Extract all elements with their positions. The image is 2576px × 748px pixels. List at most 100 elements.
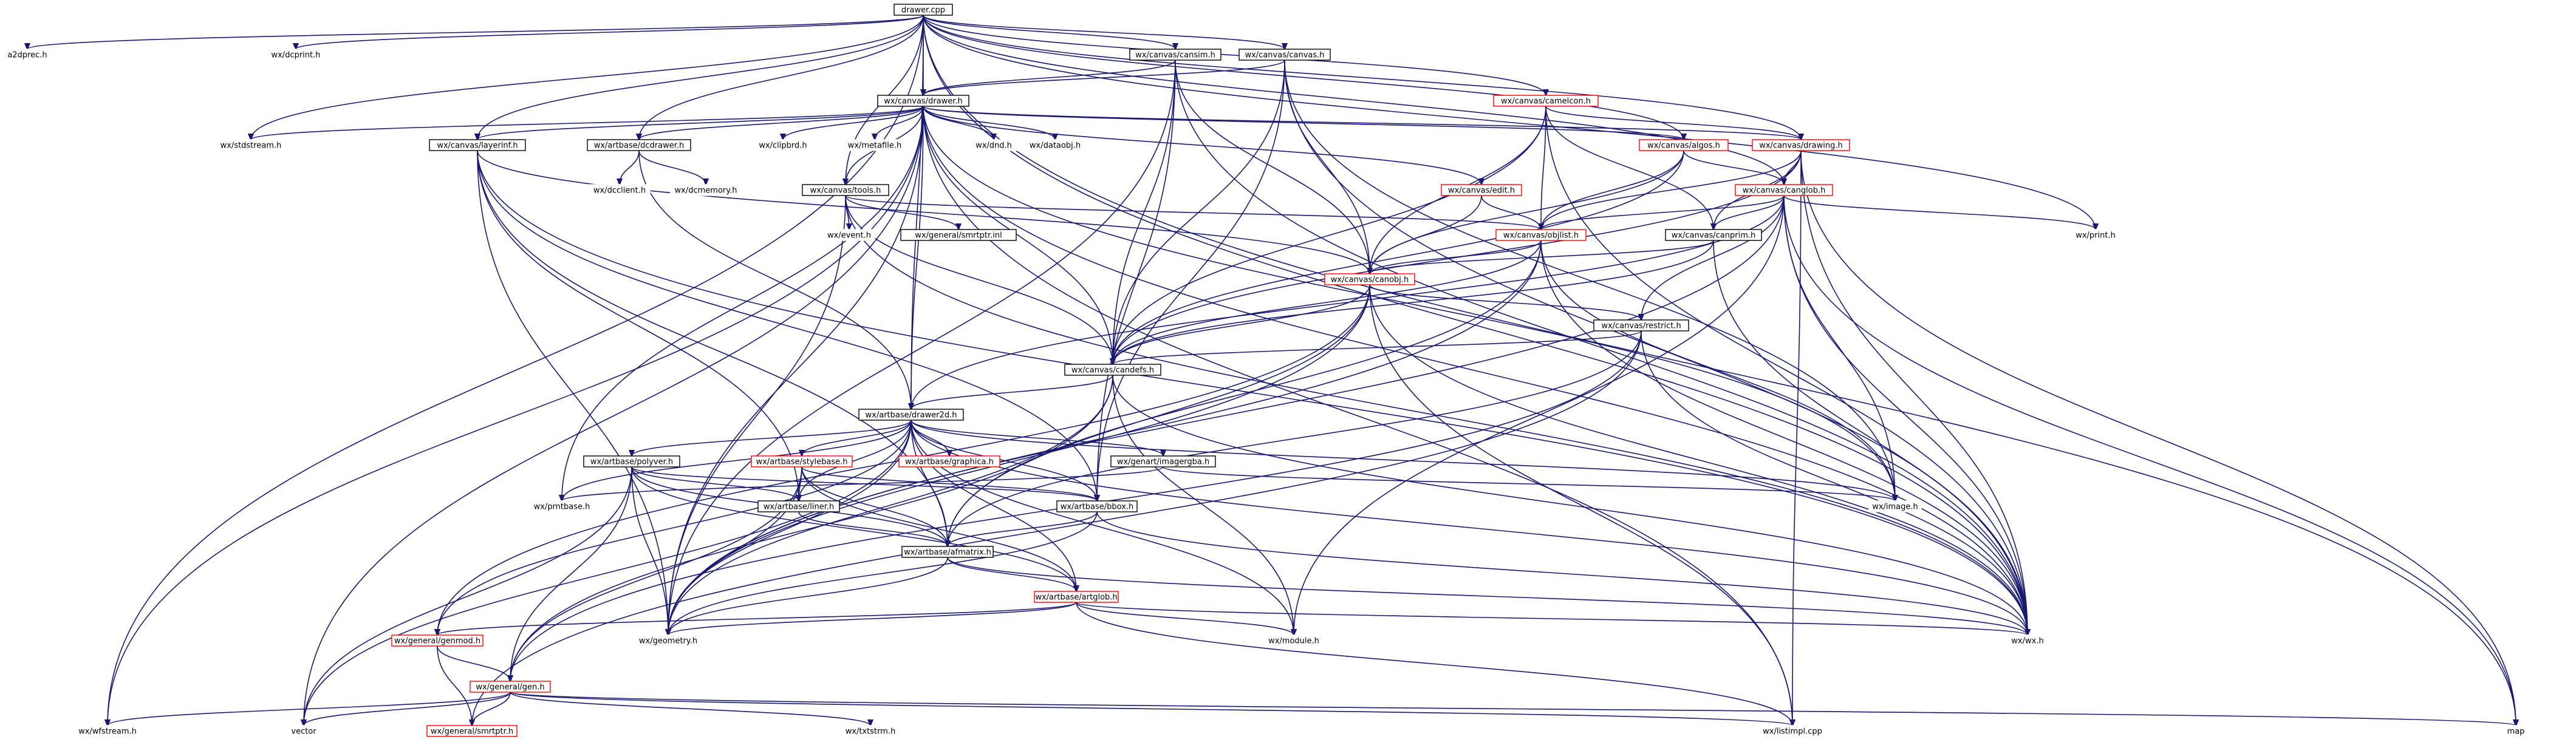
node-label: wx/canvas/cansim.h: [1135, 51, 1215, 60]
edge-artbase_polyver-to-geometry: [631, 466, 668, 635]
node-drawer_cpp[interactable]: drawer.cpp: [893, 4, 953, 16]
edge-canvas_canglob-to-geometry: [668, 195, 1785, 635]
node-label: wx/canvas/tools.h: [810, 186, 881, 195]
node-label: wx/canvas/restrict.h: [1601, 322, 1681, 331]
node-metafile[interactable]: wx/metafile.h: [842, 139, 907, 151]
node-artbase_drawer2d[interactable]: wx/artbase/drawer2d.h: [858, 409, 964, 421]
edge-artbase_polyver-to-vector: [304, 466, 632, 726]
node-stdstream[interactable]: wx/stdstream.h: [214, 139, 287, 151]
node-canvas_drawing[interactable]: wx/canvas/drawing.h: [1752, 139, 1850, 151]
edge-canvas_candefs-to-module: [1112, 375, 1294, 635]
node-canvas_objlist[interactable]: wx/canvas/objlist.h: [1495, 229, 1587, 241]
node-canvas_edit[interactable]: wx/canvas/edit.h: [1441, 184, 1522, 196]
edge-canvas_objlist-to-canvas_candefs: [1113, 240, 1542, 364]
node-label: wx/stdstream.h: [220, 141, 282, 151]
node-artbase_bbox[interactable]: wx/artbase/bbox.h: [1056, 500, 1138, 512]
node-label: wx/canvas/canobj.h: [1331, 276, 1409, 285]
edge-canvas_candefs-to-wx_wx: [1112, 375, 2028, 635]
node-canvas_layerinf[interactable]: wx/canvas/layerinf.h: [429, 139, 526, 151]
node-a2dprec[interactable]: a2dprec.h: [1, 49, 54, 61]
node-artbase_artglob[interactable]: wx/artbase/artglob.h: [1034, 591, 1119, 603]
node-dcclient[interactable]: wx/dcclient.h: [589, 184, 651, 196]
node-label: wx/artbase/stylebase.h: [756, 458, 847, 467]
node-canvas_canprim[interactable]: wx/canvas/canprim.h: [1665, 229, 1762, 241]
node-general_smrtptr_inl[interactable]: wx/general/smrtptr.inl: [900, 229, 1017, 241]
node-print[interactable]: wx/print.h: [2069, 229, 2122, 241]
node-canvas_cansim[interactable]: wx/canvas/cansim.h: [1129, 49, 1221, 61]
node-module[interactable]: wx/module.h: [1263, 634, 1324, 647]
edge-general_gen-to-general_smrtptr: [472, 692, 511, 726]
node-genart_imagergba[interactable]: wx/genart/imagergba.h: [1110, 455, 1216, 467]
node-canvas_drawer[interactable]: wx/canvas/drawer.h: [877, 95, 969, 107]
node-listimpl[interactable]: wx/listimpl.cpp: [1759, 725, 1826, 737]
node-clipbrd[interactable]: wx/clipbrd.h: [754, 139, 812, 151]
node-canvas_algos[interactable]: wx/canvas/algos.h: [1639, 139, 1729, 151]
node-box: [73, 725, 142, 737]
node-canvas_canglob[interactable]: wx/canvas/canglob.h: [1735, 184, 1833, 196]
node-artbase_graphica[interactable]: wx/artbase/graphica.h: [898, 455, 1000, 467]
edge-general_gen-to-vector: [304, 692, 511, 726]
edge-canvas_cansim-to-canvas_canobj: [1175, 59, 1370, 274]
edge-canvas_canvas-to-wx_wx: [1284, 59, 2028, 635]
node-canvas_camelcon[interactable]: wx/canvas/camelcon.h: [1493, 95, 1599, 107]
edge-canvas_canglob-to-canvas_restrict: [1641, 195, 1785, 320]
node-general_smrtptr[interactable]: wx/general/smrtptr.h: [426, 725, 518, 737]
node-canvas_tools[interactable]: wx/canvas/tools.h: [802, 184, 889, 196]
node-canvas_canobj[interactable]: wx/canvas/canobj.h: [1324, 273, 1415, 285]
node-image[interactable]: wx/image.h: [1868, 500, 1922, 512]
edge-canvas_canglob-to-image: [1783, 195, 1895, 501]
node-wx_wx[interactable]: wx/wx.h: [2003, 634, 2052, 647]
node-box: [1665, 229, 1762, 241]
node-box: [1868, 500, 1922, 512]
node-label: wx/dcmemory.h: [675, 186, 737, 195]
edge-canvas_layerinf-to-artbase_bbox: [477, 150, 1097, 501]
node-label: a2dprec.h: [7, 51, 47, 60]
node-label: wx/wx.h: [2011, 637, 2043, 646]
node-map[interactable]: map: [2499, 725, 2533, 737]
edge-artbase_artglob-to-wx_wx: [1076, 602, 2028, 635]
node-general_genmod[interactable]: wx/general/genmod.h: [391, 634, 483, 647]
edge-canvas_drawer-to-metafile: [875, 106, 924, 140]
node-box: [533, 500, 591, 512]
node-txtstrm[interactable]: wx/txtstrm.h: [841, 725, 900, 737]
edge-canvas_drawer-to-canvas_candefs: [923, 106, 1113, 364]
edge-canvas_cansim-to-canvas_drawer: [923, 59, 1176, 95]
node-wfstream[interactable]: wx/wfstream.h: [73, 725, 142, 737]
edge-artbase_artglob-to-geometry: [668, 602, 1077, 635]
edge-canvas_canvas-to-canvas_drawer: [923, 59, 1285, 95]
node-dcprint[interactable]: wx/dcprint.h: [265, 49, 327, 61]
node-event[interactable]: wx/event.h: [823, 229, 875, 241]
edge-genart_imagergba-to-prntbase: [562, 466, 1164, 501]
node-box: [823, 229, 875, 241]
node-artbase_liner[interactable]: wx/artbase/liner.h: [757, 500, 840, 512]
edge-canvas_restrict-to-general_smrtptr: [472, 330, 1642, 726]
node-canvas_candefs[interactable]: wx/canvas/candefs.h: [1064, 364, 1161, 376]
node-box: [898, 455, 1000, 467]
node-label: wx/dcprint.h: [271, 51, 320, 60]
node-artbase_stylebase[interactable]: wx/artbase/stylebase.h: [751, 455, 853, 467]
node-artbase_dcdrawer[interactable]: wx/artbase/dcdrawer.h: [587, 139, 691, 151]
edge-canvas_tools-to-canvas_candefs: [845, 195, 1113, 364]
node-label: wx/artbase/polyver.h: [590, 458, 673, 467]
node-geometry[interactable]: wx/geometry.h: [634, 634, 702, 647]
node-dataobj[interactable]: wx/dataobj.h: [1024, 139, 1086, 151]
node-box: [391, 634, 483, 647]
node-label: wx/canvas/algos.h: [1647, 141, 1720, 151]
node-label: wx/artbase/bbox.h: [1061, 503, 1134, 512]
edge-drawer_cpp-to-canvas_cansim: [923, 15, 1175, 49]
node-vector[interactable]: vector: [282, 725, 326, 737]
node-artbase_afmatrix[interactable]: wx/artbase/afmatrix.h: [901, 546, 994, 558]
edge-canvas_camelcon-to-wx_wx: [1545, 106, 2028, 635]
edge-canvas_algos-to-canvas_canobj: [1370, 150, 1684, 274]
node-dcmemory[interactable]: wx/dcmemory.h: [670, 184, 742, 196]
node-label: wx/artbase/dcdrawer.h: [594, 141, 685, 151]
node-dnd[interactable]: wx/dnd.h: [971, 139, 1017, 151]
node-canvas_restrict[interactable]: wx/canvas/restrict.h: [1593, 319, 1689, 332]
node-prntbase[interactable]: wx/prntbase.h: [533, 500, 591, 512]
edge-canvas_canobj-to-canvas_restrict: [1369, 284, 1641, 320]
node-artbase_polyver[interactable]: wx/artbase/polyver.h: [583, 455, 680, 467]
node-box: [265, 49, 327, 61]
node-general_gen[interactable]: wx/general/gen.h: [470, 681, 551, 693]
edge-canvas_layerinf-to-geometry: [477, 150, 668, 635]
node-canvas_canvas[interactable]: wx/canvas/canvas.h: [1238, 49, 1331, 61]
